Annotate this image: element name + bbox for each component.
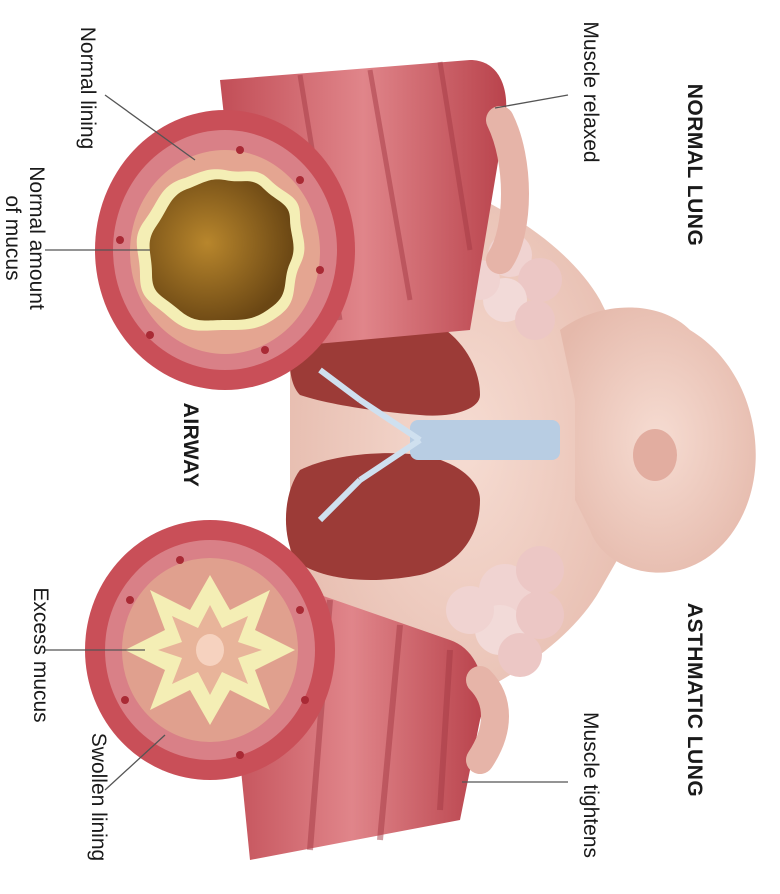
normal-lining-label: Normal lining	[75, 27, 99, 150]
alveolus	[446, 586, 494, 634]
ear	[633, 429, 677, 481]
alveolus	[516, 591, 564, 639]
vessel-dot	[236, 751, 244, 759]
vessel-dot	[126, 596, 134, 604]
alveolus	[498, 633, 542, 677]
normal-mucus-label-line2: of mucus	[0, 166, 24, 310]
normal-lung-heading: NORMAL LUNG	[682, 84, 706, 247]
normal-mucus-label: Normal amount of mucus	[0, 166, 48, 310]
vessel-dot	[296, 606, 304, 614]
vessel-dot	[236, 146, 244, 154]
asthmatic-airway-branch	[480, 680, 495, 760]
vessel-dot	[121, 696, 129, 704]
vessel-dot	[316, 266, 324, 274]
vessel-dot	[301, 696, 309, 704]
excess-mucus-label: Excess mucus	[28, 587, 52, 722]
narrowed-opening	[196, 634, 224, 666]
vessel-dot	[146, 331, 154, 339]
alveolus	[515, 300, 555, 340]
trachea	[410, 420, 560, 460]
alveolus	[516, 546, 564, 594]
muscle-relaxed-label: Muscle relaxed	[578, 21, 602, 162]
normal-airway-branch	[500, 120, 515, 260]
asthmatic-lung-heading: ASTHMATIC LUNG	[682, 603, 706, 797]
vessel-dot	[296, 176, 304, 184]
muscle-tightens-label: Muscle tightens	[578, 712, 602, 858]
vessel-dot	[261, 346, 269, 354]
airway-heading: AIRWAY	[178, 403, 202, 488]
swollen-lining-label: Swollen lining	[86, 733, 110, 861]
vessel-dot	[176, 556, 184, 564]
normal-mucus-label-line1: Normal amount	[24, 166, 48, 310]
vessel-dot	[116, 236, 124, 244]
